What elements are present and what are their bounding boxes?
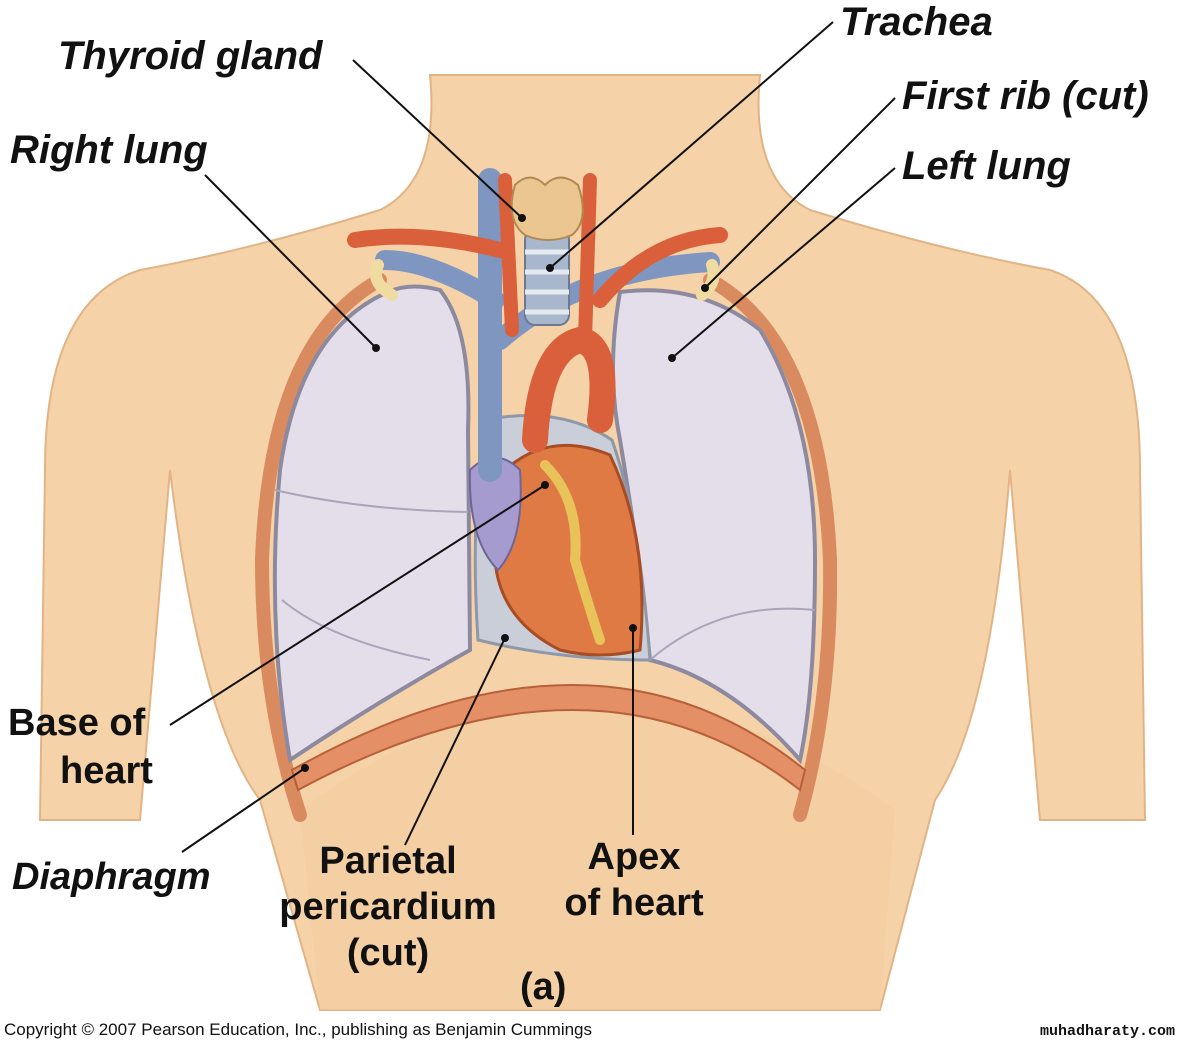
- leader-trachea: [549, 21, 834, 269]
- leader-left-lung: [671, 167, 896, 359]
- label-diaphragm: Diaphragm: [12, 856, 211, 898]
- label-base-of-heart-line1: Base of: [8, 702, 146, 744]
- leader-diaphragm: [181, 767, 306, 853]
- label-left-lung: Left lung: [902, 144, 1071, 188]
- label-base-of-heart-line2: heart: [60, 750, 153, 792]
- carotid-artery-right: [498, 173, 519, 337]
- right-lung-fissure: [274, 489, 469, 661]
- first-rib-right: [369, 259, 398, 301]
- thyroid-gland: [510, 176, 584, 241]
- leader-right-lung: [204, 174, 377, 349]
- leader-thyroid: [352, 59, 523, 219]
- subclavian-artery-left: [592, 227, 728, 308]
- subclavian-artery-right: [347, 228, 508, 258]
- right-lung: [272, 284, 473, 764]
- label-parietal-pericardium: Parietal pericardium (cut): [262, 842, 514, 972]
- copyright-notice: Copyright © 2007 Pearson Education, Inc.…: [4, 1020, 593, 1039]
- coronary-fat: [540, 460, 605, 645]
- label-pericardium-line2: pericardium: [279, 886, 497, 928]
- left-lung-fissure: [649, 607, 816, 661]
- abdomen-shading: [300, 700, 895, 1010]
- label-thyroid-gland: Thyroid gland: [58, 34, 323, 78]
- tracheal-rings: [525, 249, 569, 315]
- left-lung: [611, 288, 818, 765]
- panel-label: (a): [520, 966, 567, 1008]
- rib-cage-edge: [254, 273, 387, 822]
- leader-base-of-heart: [169, 484, 546, 726]
- label-trachea: Trachea: [840, 0, 993, 44]
- leader-lines: [169, 21, 896, 853]
- label-apex-line1: Apex: [587, 836, 681, 878]
- rib-cage-edge-left: [703, 273, 838, 822]
- leader-dots: [301, 214, 709, 772]
- label-first-rib: First rib (cut): [902, 74, 1149, 118]
- leader-first-rib: [704, 97, 896, 289]
- label-apex-line2: of heart: [564, 882, 704, 924]
- diaphragm: [290, 684, 807, 792]
- leader-pericardium: [404, 637, 506, 846]
- label-apex-of-heart: Apex of heart: [548, 838, 720, 922]
- brachiocephalic-vein-right: [375, 250, 505, 310]
- watermark: muhadharaty.com: [1039, 1023, 1175, 1040]
- label-right-lung: Right lung: [10, 128, 208, 172]
- label-pericardium-line3: (cut): [346, 932, 430, 974]
- label-base-of-heart: Base of heart: [8, 704, 153, 790]
- label-pericardium-line1: Parietal: [319, 840, 457, 882]
- carotid-artery-left: [578, 173, 597, 347]
